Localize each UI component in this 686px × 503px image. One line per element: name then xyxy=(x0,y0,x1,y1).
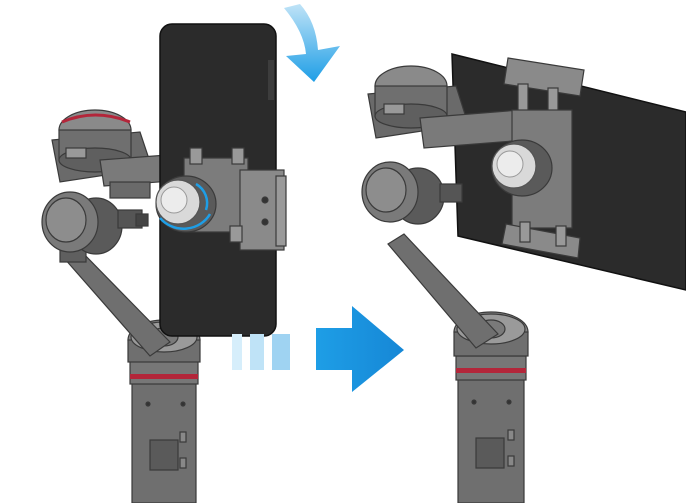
roll-motor-right xyxy=(361,161,463,225)
handle-right xyxy=(457,377,525,503)
curved-rotate-arrow-icon xyxy=(284,4,340,82)
handle-left xyxy=(131,381,197,503)
panel-after xyxy=(361,53,686,503)
transition-arrow-icon xyxy=(232,306,404,392)
roll-motor-left xyxy=(41,191,149,255)
tilt-motor-knob-right xyxy=(491,139,553,197)
lower-arm-right xyxy=(387,233,499,349)
lower-arm-left xyxy=(63,247,171,357)
panel-before xyxy=(41,23,287,503)
tilt-motor-knob-left xyxy=(155,175,217,233)
